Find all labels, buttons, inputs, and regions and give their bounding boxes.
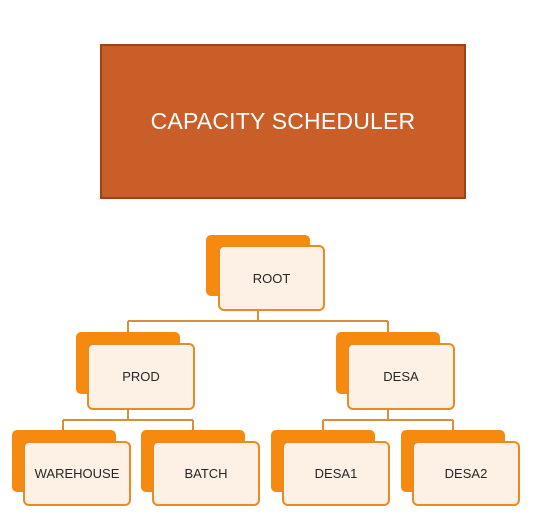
title-text: CAPACITY SCHEDULER [150, 108, 416, 134]
node-desa-box: DESA [347, 343, 455, 410]
node-desa1-label: DESA1 [314, 466, 358, 481]
node-warehouse-box: WAREHOUSE [23, 441, 131, 506]
node-warehouse-label: WAREHOUSE [34, 466, 120, 481]
node-desa-label: DESA [383, 369, 419, 384]
node-desa1-box: DESA1 [282, 441, 390, 506]
node-desa2-box: DESA2 [412, 441, 520, 506]
node-prod-label: PROD [122, 369, 160, 384]
node-batch-label: BATCH [184, 466, 228, 481]
node-prod-box: PROD [87, 343, 195, 410]
node-root-box: ROOT [218, 245, 325, 311]
node-root-label: ROOT [252, 270, 291, 286]
node-desa2-label: DESA2 [444, 466, 488, 481]
title-box: CAPACITY SCHEDULER [100, 44, 466, 199]
node-batch-box: BATCH [152, 441, 260, 506]
